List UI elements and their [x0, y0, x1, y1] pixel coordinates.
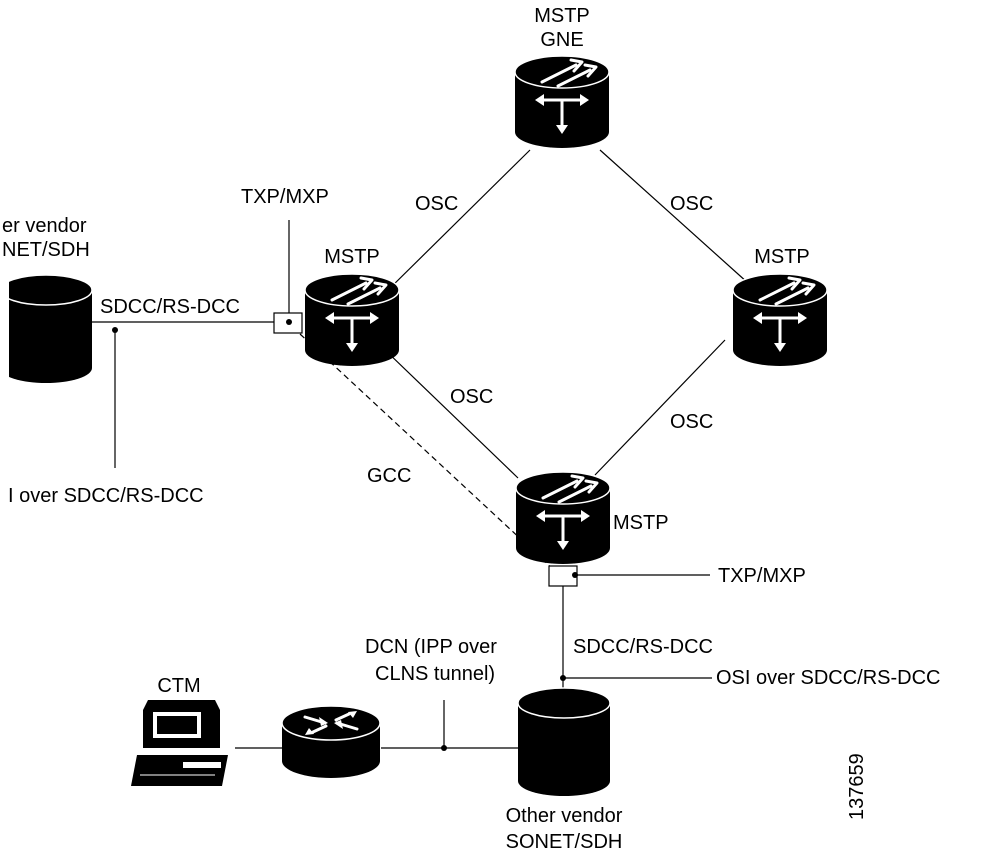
label-osc-bottom-right: OSC [670, 411, 713, 433]
label-other-vendor-left-line2: NET/SDH [2, 239, 90, 261]
label-mstp-right: MSTP [754, 246, 810, 268]
txp-dot-bottom [572, 572, 578, 578]
label-dcn-line2: CLNS tunnel) [375, 663, 495, 685]
osc-link-left-bottom [382, 347, 519, 479]
label-osc-top-right: OSC [670, 193, 713, 215]
label-dcn-line1: DCN (IPP over [365, 636, 497, 658]
junction-dot-dcn [441, 745, 447, 751]
label-txp-mxp-top: TXP/MXP [241, 186, 329, 208]
label-ctm: CTM [157, 675, 200, 697]
mstp-bottom-node[interactable] [514, 470, 612, 566]
label-mstp-gne-line2: GNE [540, 29, 583, 51]
osc-link-gne-left [382, 149, 531, 296]
ctm-workstation-icon[interactable] [131, 700, 228, 786]
osc-link-right-bottom [594, 339, 726, 476]
label-other-vendor-bottom-line2: SONET/SDH [506, 831, 623, 853]
other-vendor-left-node[interactable] [0, 274, 93, 384]
label-osi-left: I over SDCC/RS-DCC [8, 485, 204, 507]
mstp-right-node[interactable] [731, 272, 829, 368]
label-sdcc-bottom: SDCC/RS-DCC [573, 636, 713, 658]
txp-dot-top [286, 319, 292, 325]
other-vendor-bottom-node[interactable] [517, 687, 611, 797]
router-node[interactable] [281, 705, 381, 778]
label-mstp-bottom: MSTP [613, 512, 669, 534]
junction-dot-left [112, 327, 118, 333]
label-mstp-left: MSTP [324, 246, 380, 268]
label-figure-id: 137659 [846, 753, 868, 820]
label-osi-bottom: OSI over SDCC/RS-DCC [716, 667, 940, 689]
gcc-link [299, 333, 554, 570]
label-other-vendor-bottom-line1: Other vendor [506, 805, 623, 827]
junction-dot-bottom [560, 675, 566, 681]
label-txp-mxp-bottom: TXP/MXP [718, 565, 806, 587]
label-sdcc-left: SDCC/RS-DCC [100, 296, 240, 318]
links [60, 149, 749, 751]
osc-link-gne-right [599, 149, 749, 284]
label-gcc: GCC [367, 465, 411, 487]
label-osc-top-left: OSC [415, 193, 458, 215]
mstp-gne-node[interactable] [513, 54, 611, 150]
label-other-vendor-left-line1: er vendor [2, 215, 87, 237]
label-osc-bottom-left: OSC [450, 386, 493, 408]
label-mstp-gne-line1: MSTP [534, 5, 590, 27]
mstp-left-node[interactable] [303, 272, 401, 368]
